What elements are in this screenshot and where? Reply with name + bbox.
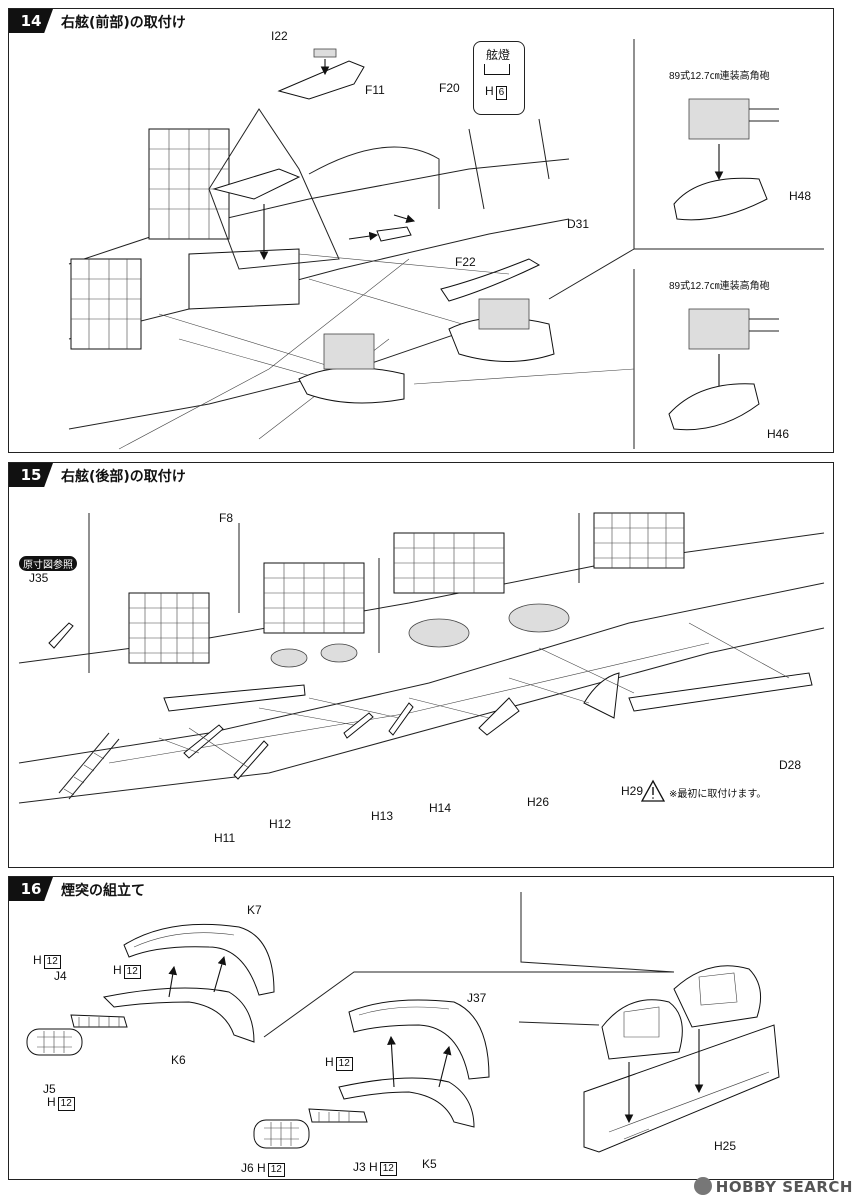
step-14-title: 右舷(前部)の取付け xyxy=(61,15,186,31)
gun-label-1: 89式12.7㎝連装高角砲 xyxy=(669,71,770,82)
hobby-search-logo-icon xyxy=(693,1177,712,1195)
warning-note: ※最初に取付けます。 xyxy=(669,789,767,800)
part-j4: J4 xyxy=(54,969,67,983)
part-i22: I22 xyxy=(271,29,288,43)
part-h12-d-number: 12 xyxy=(335,1057,353,1071)
part-h12-e-letter: H xyxy=(257,1161,266,1175)
part-j6: J6 xyxy=(241,1161,254,1175)
part-h12-c-letter: H xyxy=(47,1095,56,1109)
part-j37: J37 xyxy=(467,991,487,1005)
part-h12-b-letter: H xyxy=(113,963,122,977)
part-k6: K6 xyxy=(171,1053,186,1067)
part-d28: D28 xyxy=(779,758,802,772)
step-16-panel: 16 煙突の組立て xyxy=(8,876,834,1180)
part-h12-b-number: 12 xyxy=(123,965,141,979)
part-j35: J35 xyxy=(29,571,49,585)
part-h14: H14 xyxy=(429,801,452,815)
nav-light-part-number: 6 xyxy=(495,86,508,100)
step-14-panel: 14 右舷(前部)の取付け xyxy=(8,8,834,453)
part-h12: H12 xyxy=(269,817,292,831)
part-h12-f-number: 12 xyxy=(379,1162,397,1176)
step-15-panel: 15 右舷(後部)の取付け xyxy=(8,462,834,868)
part-h11: H11 xyxy=(214,831,236,845)
step-14-drawing xyxy=(68,39,824,450)
step-15-drawing xyxy=(18,512,825,804)
part-j5: J5 xyxy=(43,1082,56,1096)
part-f11: F11 xyxy=(365,83,385,97)
step-14-number: 14 xyxy=(9,9,53,33)
part-h12-e-number: 12 xyxy=(267,1163,285,1177)
reference-tag: 原寸図参照 xyxy=(19,556,77,571)
part-f8: F8 xyxy=(219,511,234,525)
part-h12-f-letter: H xyxy=(369,1160,378,1174)
part-h12-a-letter: H xyxy=(33,953,42,967)
watermark-text: HOBBY SEARCH xyxy=(715,1178,853,1196)
part-f20: F20 xyxy=(439,81,460,95)
step-16-title: 煙突の組立て xyxy=(61,883,145,899)
part-h12-c-number: 12 xyxy=(57,1097,75,1111)
part-h48: H48 xyxy=(789,189,812,203)
step-16-drawing xyxy=(26,892,780,1153)
part-k5: K5 xyxy=(422,1157,437,1171)
part-d31: D31 xyxy=(567,217,590,231)
part-h12-d-letter: H xyxy=(325,1055,334,1069)
part-h46: H46 xyxy=(767,427,790,441)
part-h12-a-number: 12 xyxy=(43,955,61,969)
part-j3: J3 xyxy=(353,1160,366,1174)
part-h13: H13 xyxy=(371,809,394,823)
nav-light-part-icon xyxy=(484,64,510,75)
step-15-title: 右舷(後部)の取付け xyxy=(61,469,186,485)
part-h25: H25 xyxy=(714,1139,737,1153)
gun-label-2: 89式12.7㎝連装高角砲 xyxy=(669,281,770,292)
part-f22: F22 xyxy=(455,255,476,269)
nav-light-label: 舷燈 xyxy=(486,48,511,62)
part-h29: H29 xyxy=(621,784,644,798)
step-16-number: 16 xyxy=(9,877,53,901)
nav-light-part-letter: H xyxy=(485,84,494,98)
watermark: HOBBY SEARCH xyxy=(693,1177,853,1196)
part-h26: H26 xyxy=(527,795,550,809)
part-k7: K7 xyxy=(247,903,262,917)
